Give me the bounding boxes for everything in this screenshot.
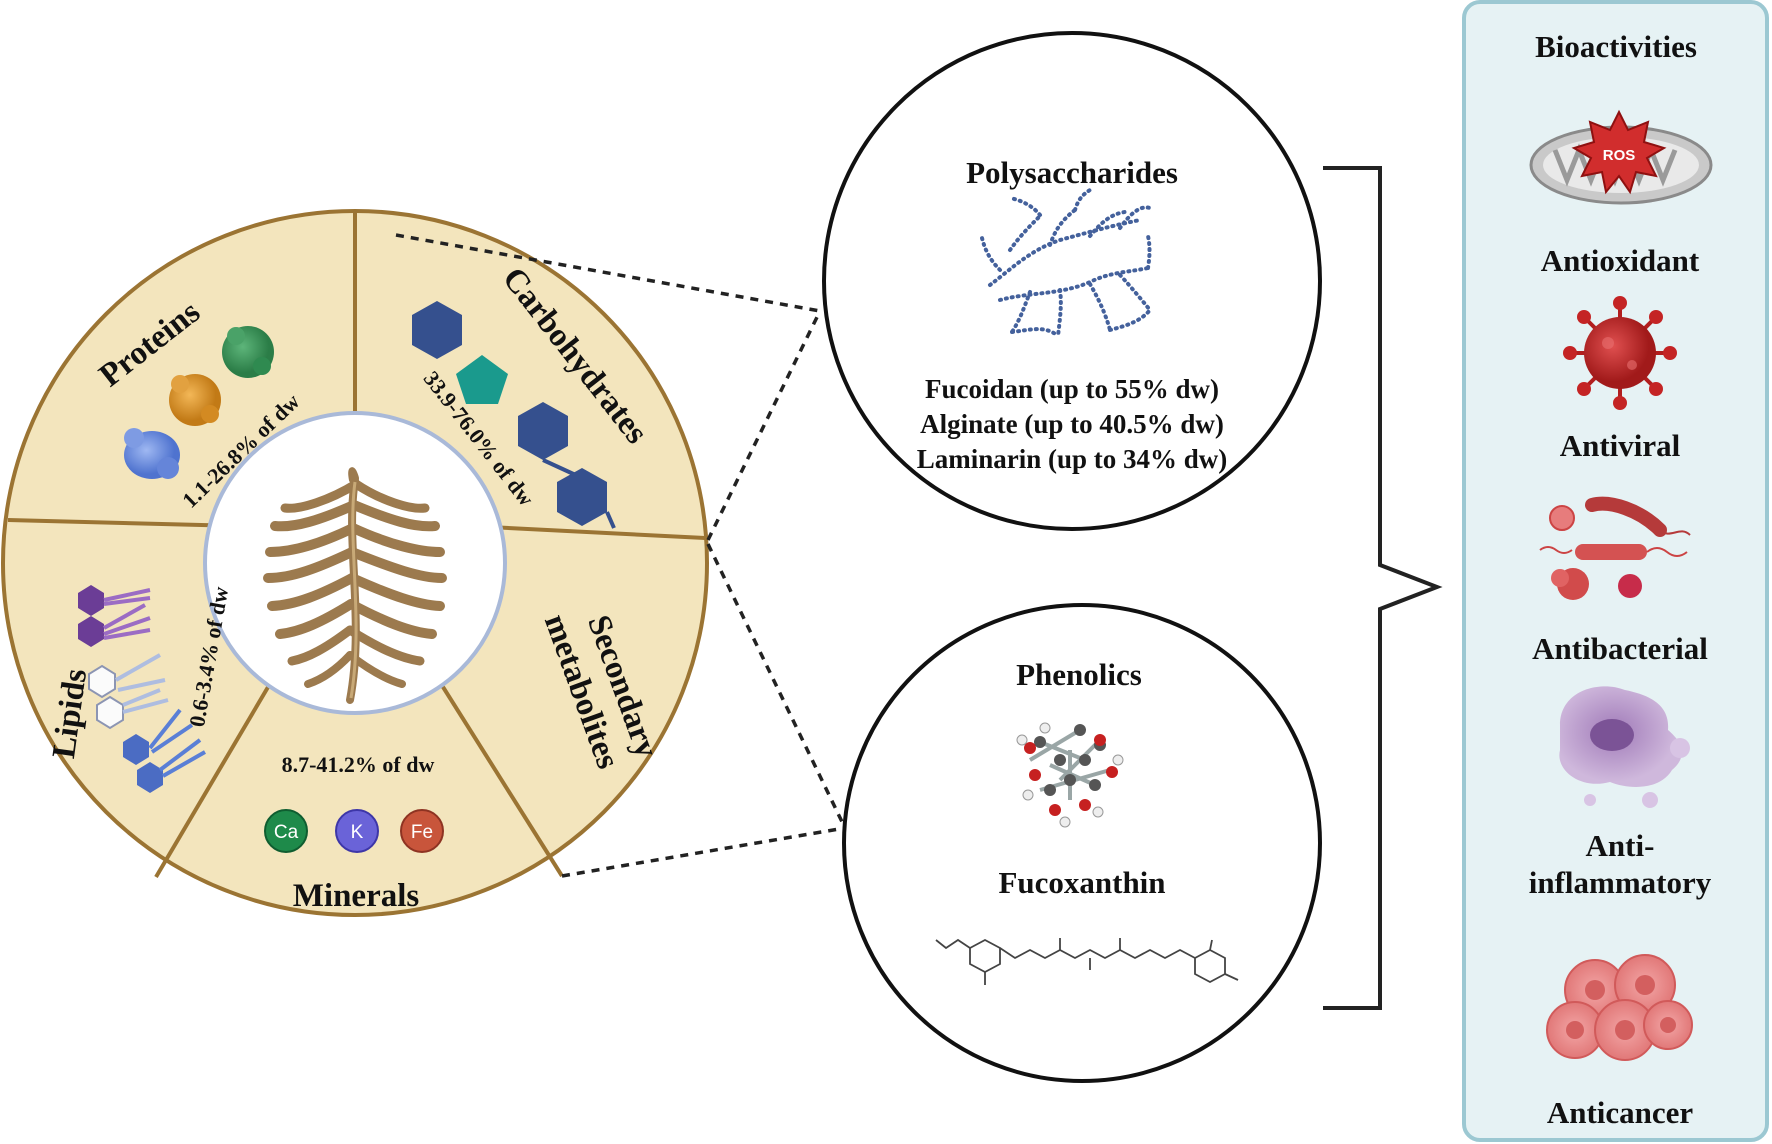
calcium-icon: [264, 809, 308, 853]
alginate-text: Alginate (up to 40.5% dw): [920, 409, 1224, 439]
laminarin-text: Laminarin (up to 34% dw): [917, 444, 1228, 474]
calcium-symbol: Ca: [274, 822, 299, 843]
phlorotannin-molecule-icon: [1016, 722, 1124, 828]
anticancer-label: Anticancer: [1547, 1095, 1694, 1130]
lipid-blue-icon: [123, 708, 206, 793]
fucoidan-text: Fucoidan (up to 55% dw): [925, 374, 1219, 404]
seaweed-midrib: [349, 481, 358, 699]
zoom-connectors: [395, 233, 847, 878]
polysaccharides-circle: [822, 31, 1322, 531]
minerals-amount: 8.7-41.2% of dw: [282, 752, 435, 777]
glycosidic-bond: [605, 511, 616, 529]
polysaccharides-panel: Polysaccharides Fucoidan (up to 55% dw) …: [822, 31, 1322, 531]
wheel-divider: [154, 658, 286, 879]
ros-badge: ROS: [1603, 147, 1636, 164]
anti-inflammatory-label-line1: Anti-: [1586, 828, 1655, 863]
bacteria-icon: [1539, 496, 1691, 600]
minerals-label: Minerals: [293, 878, 420, 914]
lipid-white-icon: [88, 653, 169, 730]
segment-minerals: 8.7-41.2% of dw Ca K Fe Minerals: [264, 752, 444, 914]
wheel-divider: [468, 524, 706, 540]
fucoxanthin-title: Fucoxanthin: [998, 865, 1165, 900]
polysaccharides-title: Polysaccharides: [966, 155, 1178, 190]
antibacterial-label: Antibacterial: [1532, 631, 1708, 666]
phenolics-circle: [842, 603, 1322, 1083]
branched-polysaccharide-icon: [980, 188, 1152, 338]
iron-symbol: Fe: [411, 822, 433, 843]
antioxidant-label: Antioxidant: [1541, 243, 1700, 278]
bioactivities-panel: Bioactivities ROS Antioxidant Antiviral: [1462, 0, 1769, 1142]
composition-wheel: Proteins 1.1-26.8% of dw Carbohydrates 3…: [1, 209, 709, 917]
inflamed-cell-icon: [1559, 686, 1690, 808]
potassium-symbol: K: [351, 822, 364, 843]
hexagon-sugar-icon: [412, 301, 462, 359]
hexagon-sugar-icon: [557, 468, 607, 526]
bioactivities-box: [1462, 0, 1769, 1142]
anti-inflammatory-label-line2: inflammatory: [1529, 865, 1712, 900]
antiviral-label: Antiviral: [1560, 428, 1681, 463]
lipid-purple-icon: [78, 585, 151, 647]
pentagon-sugar-icon: [456, 355, 508, 404]
fucoxanthin-structure-icon: [935, 938, 1239, 985]
cancer-cells-icon: [1546, 954, 1693, 1061]
phenolics-title: Phenolics: [1016, 657, 1142, 692]
hexagon-sugar-icon: [518, 402, 568, 460]
ros-burst-icon: [1571, 109, 1667, 195]
protein-green-icon: [222, 326, 274, 378]
bioactivities-title: Bioactivities: [1535, 29, 1697, 64]
protein-blue-icon: [124, 428, 180, 479]
mitochondria-ros-icon: [1529, 109, 1713, 205]
virus-icon: [1563, 296, 1677, 410]
protein-orange-icon: [169, 374, 221, 426]
phenolics-panel: Phenolics Fucoxanthin: [842, 603, 1322, 1083]
bracket: [1323, 166, 1443, 1010]
wheel-divider: [424, 658, 564, 878]
potassium-icon: [335, 809, 379, 853]
iron-icon: [400, 809, 444, 853]
wheel-divider: [7, 518, 242, 528]
